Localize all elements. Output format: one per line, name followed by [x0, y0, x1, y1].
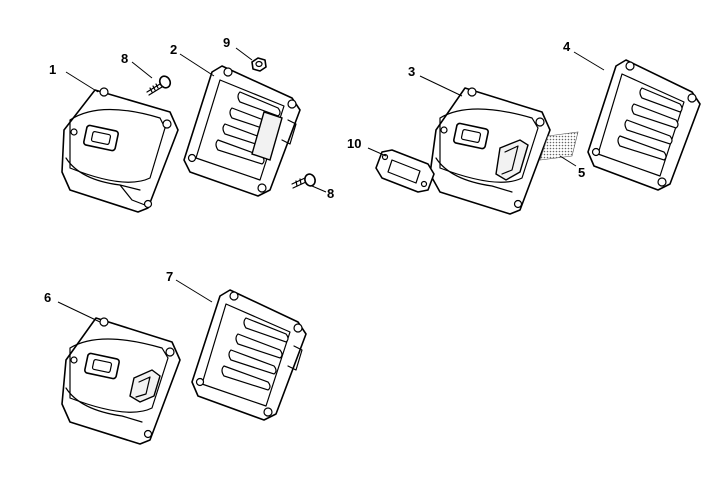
callout-6: 6 — [44, 290, 51, 305]
callout-2: 2 — [170, 42, 177, 57]
callout-5: 5 — [578, 165, 585, 180]
part-8-screw-lower — [291, 173, 316, 189]
leader-6 — [57, 301, 101, 323]
leader-8b — [311, 185, 327, 193]
callout-10: 10 — [347, 136, 361, 151]
leader-9 — [235, 47, 253, 61]
part-7-muffler-cover — [191, 289, 307, 421]
callout-9: 9 — [223, 35, 230, 50]
part-9-nut — [251, 57, 267, 72]
leader-3 — [419, 75, 463, 97]
part-1-muffler-housing — [61, 87, 179, 213]
part-6-muffler-housing-with-outlet — [61, 317, 181, 445]
callout-numbers: 1 2 8 9 8 3 4 5 10 6 7 — [44, 35, 585, 305]
leader-8a — [131, 61, 153, 79]
leader-7 — [175, 279, 213, 303]
callout-7: 7 — [166, 269, 173, 284]
callout-8-upper: 8 — [121, 51, 128, 66]
leader-10 — [367, 147, 387, 157]
part-2-muffler-cover — [183, 65, 301, 197]
leader-1 — [65, 71, 99, 93]
part-10-gasket — [375, 149, 435, 193]
part-8-screw-upper — [146, 75, 172, 96]
part-3-muffler-housing-with-outlet — [429, 87, 551, 215]
leader-4 — [573, 51, 605, 71]
callout-1: 1 — [49, 62, 56, 77]
callout-4: 4 — [563, 39, 571, 54]
callout-3: 3 — [408, 64, 415, 79]
leader-5 — [559, 155, 577, 167]
leader-lines — [57, 47, 605, 323]
leader-2 — [179, 53, 215, 77]
part-4-muffler-cover — [587, 59, 701, 191]
part-5-spark-arrestor-screen — [539, 131, 579, 161]
callout-8-lower: 8 — [327, 186, 334, 201]
